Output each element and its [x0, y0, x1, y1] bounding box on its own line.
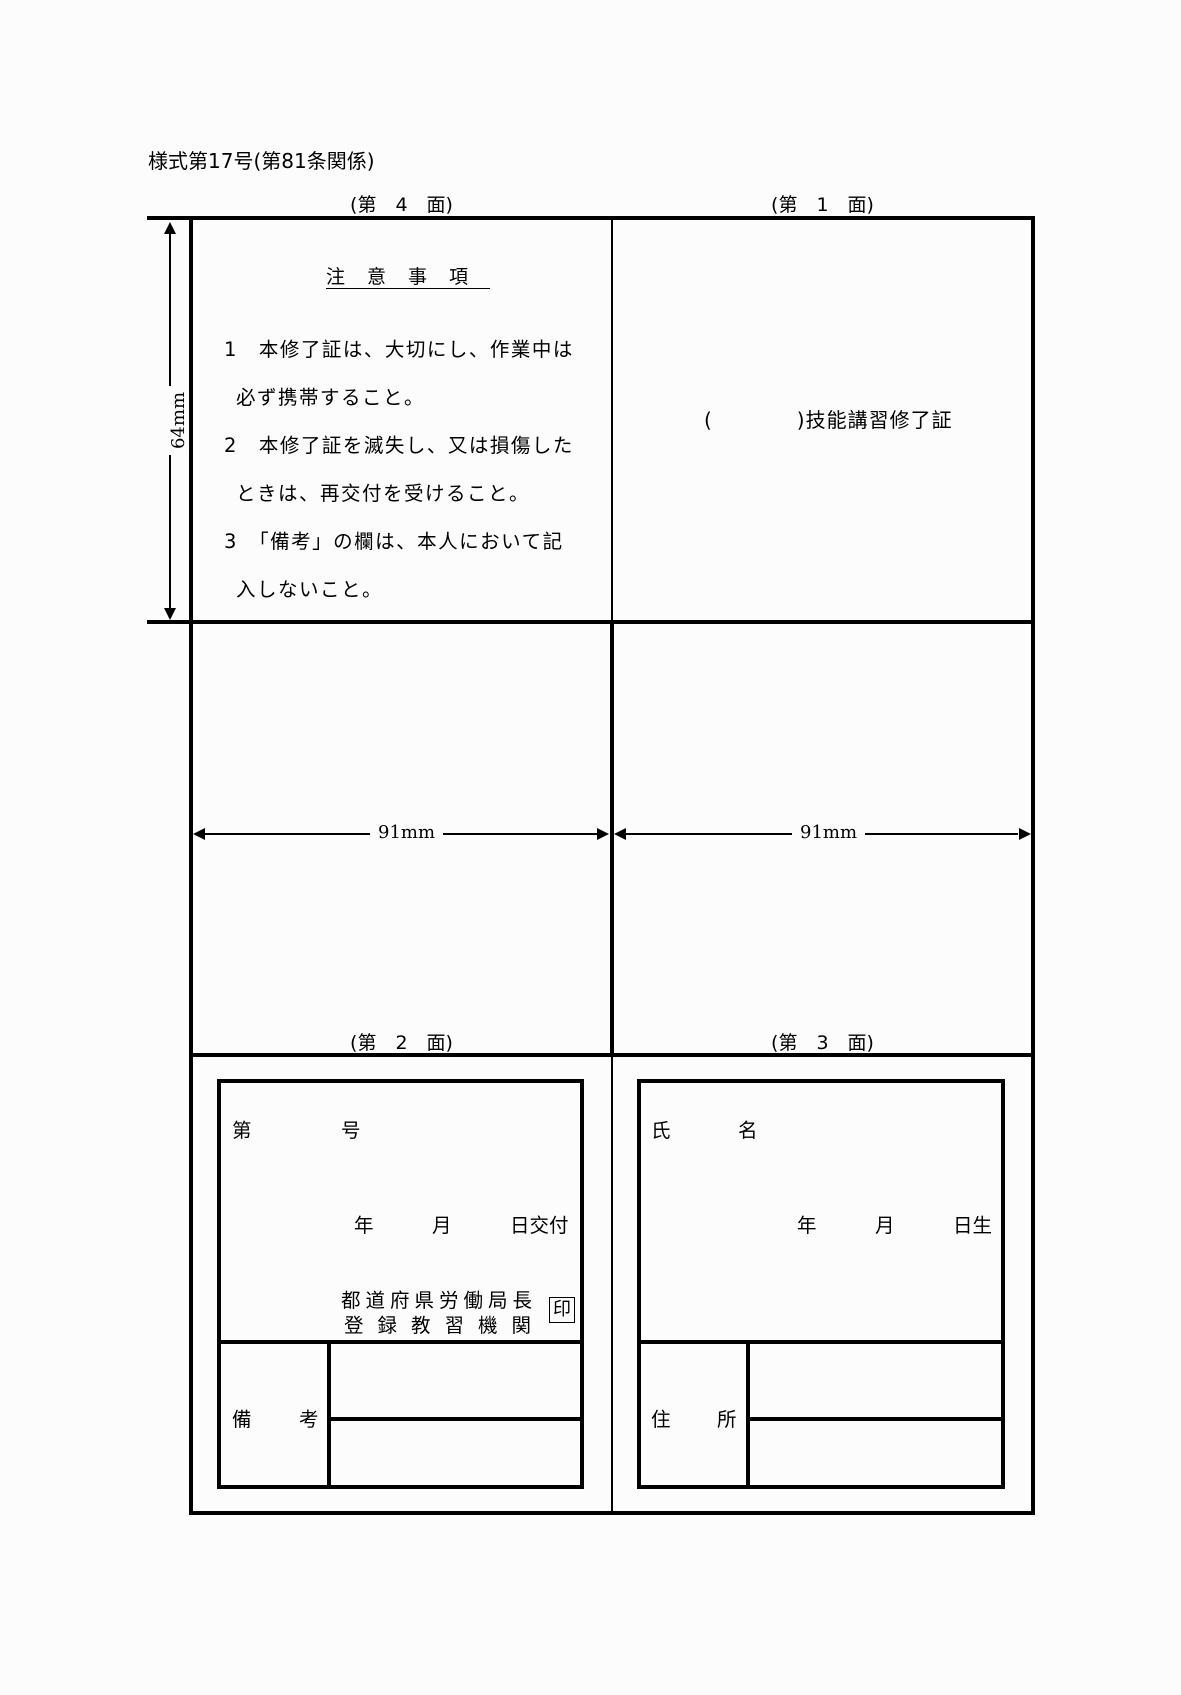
face-2-remarks-col-line	[327, 1340, 331, 1489]
note-1-line-1: 1 本修了証は、大切にし、作業中は	[224, 338, 574, 361]
arrow-up-icon	[164, 222, 176, 234]
face-2-card-box	[217, 1079, 584, 1489]
note-3-line-1: 3 「備考」の欄は、本人において記	[224, 530, 564, 553]
address-label-a: 住	[651, 1408, 671, 1431]
address-label-b: 所	[717, 1408, 737, 1431]
note-2-line-1: 2 本修了証を滅失し、又は損傷した	[224, 434, 574, 457]
face-2-remarks-row-line	[327, 1417, 584, 1421]
frame-right-line	[1031, 216, 1035, 1515]
issuer-line-2: 登録教習機関	[344, 1314, 546, 1337]
note-1-line-2: 必ず携帯すること。	[236, 386, 426, 409]
notes-title: 注意事項	[326, 266, 491, 288]
width-dimension-label-left: 91mm	[370, 822, 444, 843]
frame-bottom-line	[189, 1511, 1035, 1515]
issue-date: 年 月 日交付	[354, 1214, 569, 1237]
face-4-label: (第 4 面)	[350, 194, 453, 216]
face-3-address-col-line	[746, 1340, 750, 1489]
number-prefix: 第	[232, 1119, 252, 1142]
number-suffix: 号	[341, 1119, 361, 1142]
note-2-line-2: ときは、再交付を受けること。	[236, 482, 531, 505]
certificate-title: ( )技能講習修了証	[704, 408, 953, 432]
divider-middle-thick	[610, 622, 614, 1055]
width-dimension-label-right: 91mm	[792, 822, 866, 843]
divider-top-thin	[611, 218, 613, 622]
frame-left-line	[189, 216, 193, 1515]
arrow-left-icon	[614, 828, 626, 840]
birth-date: 年 月 日生	[797, 1214, 993, 1237]
face-3-card-box	[637, 1079, 1005, 1489]
divider-bottom-thin	[611, 1055, 613, 1513]
issuer-line-1: 都道府県労働局長	[341, 1289, 538, 1312]
arrow-right-icon	[1019, 828, 1031, 840]
face-2-split-line	[217, 1340, 584, 1344]
note-3-line-2: 入しないこと。	[236, 578, 384, 601]
form-title: 様式第17号(第81条関係)	[148, 149, 375, 173]
face-3-label: (第 3 面)	[771, 1032, 874, 1054]
face-3-address-row-line	[746, 1417, 1005, 1421]
arrow-left-icon	[193, 828, 205, 840]
fold-line-horizontal-upper	[147, 620, 1035, 624]
seal-mark: 印	[549, 1297, 575, 1323]
arrow-right-icon	[597, 828, 609, 840]
name-label-a: 氏	[651, 1119, 671, 1142]
height-dimension-label: 64mm	[168, 385, 190, 456]
face-2-label: (第 2 面)	[350, 1032, 453, 1054]
face-3-split-line	[637, 1340, 1005, 1344]
frame-top-line	[147, 216, 1035, 220]
remarks-label-b: 考	[299, 1408, 319, 1431]
name-label-b: 名	[738, 1119, 758, 1142]
face-1-label: (第 1 面)	[771, 194, 874, 216]
remarks-label-a: 備	[232, 1408, 252, 1431]
arrow-down-icon	[164, 608, 176, 620]
